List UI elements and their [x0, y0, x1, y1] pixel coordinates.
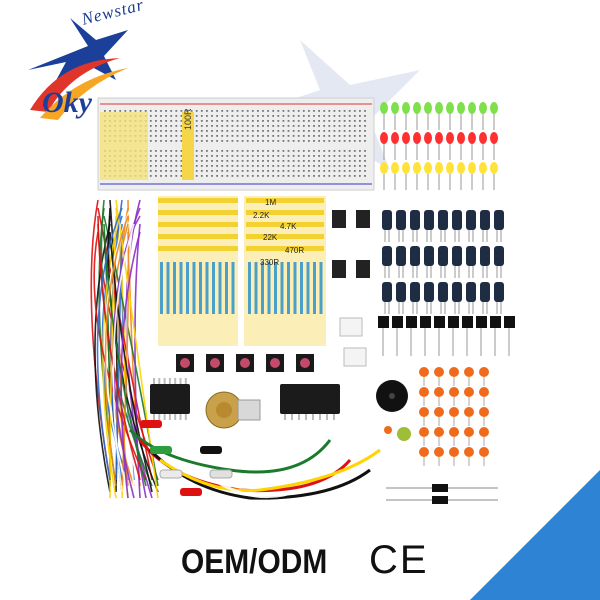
push-button-icon [176, 354, 314, 372]
potentiometer-icon [205, 391, 261, 429]
ic-chip-icon [150, 378, 340, 420]
resistor-set-icon [158, 196, 326, 346]
buzzer-icon [376, 380, 408, 412]
ceramic-capacitor-icon [384, 367, 489, 466]
led-array-icon [380, 102, 498, 190]
breadboard-label: 100R [183, 108, 193, 130]
breadboard-icon [97, 97, 375, 191]
footer-caption: OEM/ODM CE [0, 538, 600, 583]
resistor-label: 2.2K [253, 211, 270, 220]
capacitor-icon [332, 210, 515, 356]
brand-logo-icon [28, 18, 128, 120]
resistor-label: 4.7K [280, 222, 297, 231]
ce-mark: CE [369, 538, 429, 582]
resistor-label: 330R [260, 258, 280, 267]
optocoupler-icon [339, 317, 367, 367]
alligator-clips-icon [128, 420, 381, 500]
resistor-label: 22K [263, 233, 278, 242]
resistor-label: 470R [285, 246, 305, 255]
brand-logo-text: Oky [42, 86, 92, 119]
oem-odm-label: OEM/ODM [181, 543, 328, 581]
resistor-label: 1M [265, 198, 277, 207]
jumper-wires-icon [90, 199, 159, 499]
diode-icon [386, 484, 498, 504]
